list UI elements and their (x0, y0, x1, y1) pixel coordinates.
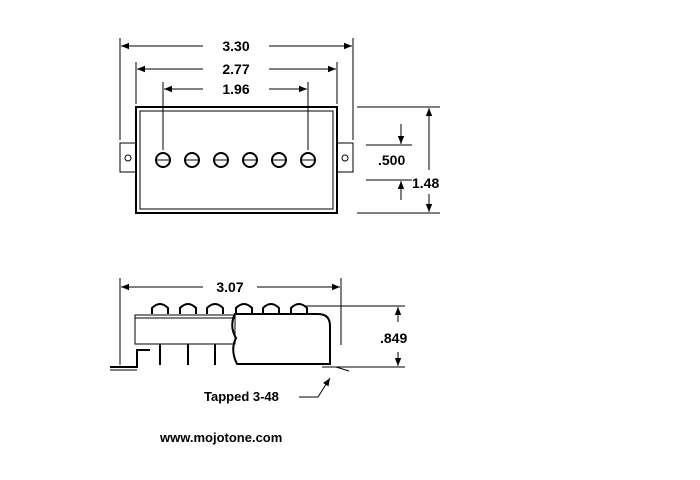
pole-piece (271, 152, 287, 168)
pole-piece (300, 152, 316, 168)
tapped-note: Tapped 3-48 (204, 389, 279, 404)
pole-piece (213, 152, 229, 168)
pole-legs (159, 344, 216, 365)
pole-screws-top (151, 303, 308, 314)
dimension-label: .500 (378, 152, 405, 168)
dimension-label: 1.96 (222, 81, 249, 97)
dimension-overall-width: 3.30 (121, 38, 352, 54)
website-label: www.mojotone.com (159, 430, 282, 445)
cover-section (231, 313, 331, 365)
top-view: 3.30 2.77 1.96 .500 1.48 (119, 38, 440, 214)
dimension-cover-width: 2.77 (137, 61, 336, 77)
dimension-length: 3.07 (121, 279, 340, 295)
dimension-label: 2.77 (222, 61, 249, 77)
bobbin-body (134, 317, 236, 345)
extension-lines (119, 38, 440, 214)
pole-piece (242, 152, 258, 168)
mounting-ear-right (337, 142, 354, 173)
dimension-pole-spacing: 1.96 (164, 81, 307, 97)
base-plate (110, 349, 150, 368)
dimension-overall-height: 1.48 (412, 108, 439, 212)
pole-piece (184, 152, 200, 168)
dimension-height: .849 (380, 307, 407, 366)
dimension-label: 3.30 (222, 38, 249, 54)
pickup-cover-outer (135, 106, 338, 214)
pickup-cover-inner (139, 110, 334, 210)
dimension-label: 1.48 (412, 175, 439, 191)
pole-pieces (155, 152, 316, 168)
pole-piece (155, 152, 171, 168)
side-view: 3.07 .849 (110, 278, 407, 404)
mounting-ear-left (119, 142, 136, 173)
dimension-pole-row: .500 (378, 124, 405, 200)
dimension-label: .849 (380, 330, 407, 346)
dimension-label: 3.07 (216, 279, 243, 295)
